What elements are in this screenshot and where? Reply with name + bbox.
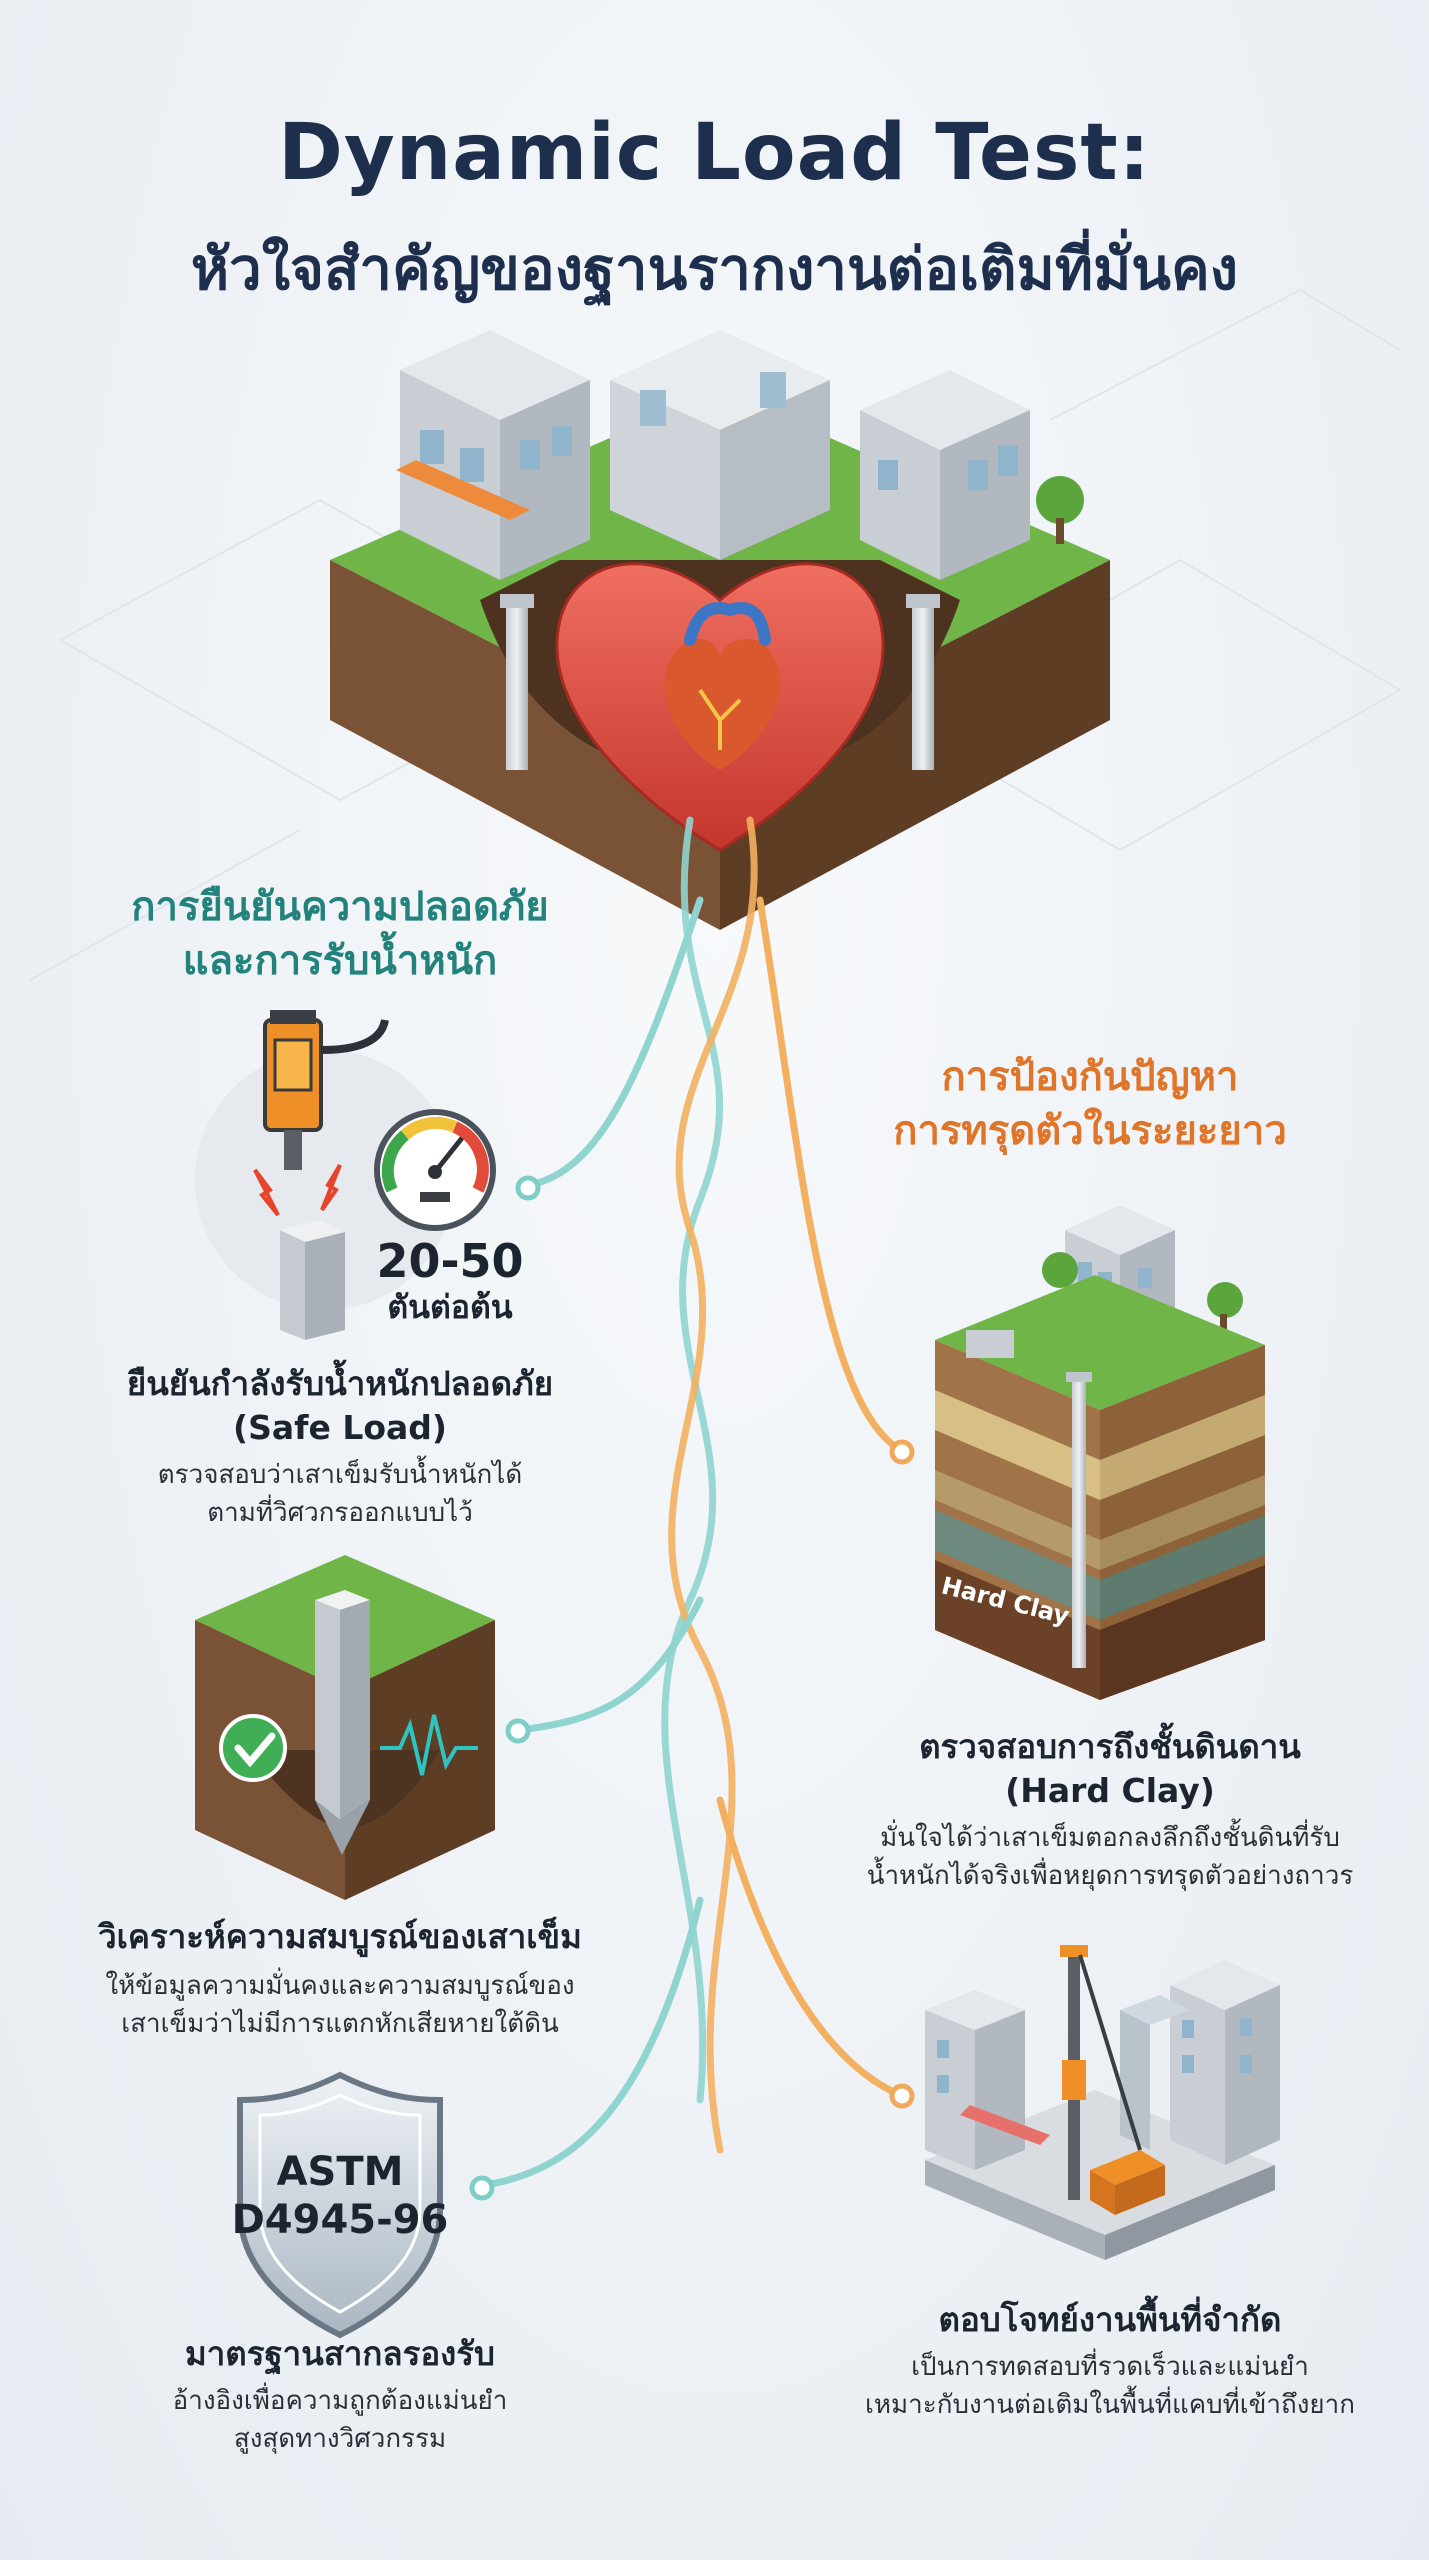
pile-right: [912, 600, 934, 770]
piling-rig-icon: [1060, 1945, 1165, 2215]
hard-clay-pile: [1066, 1372, 1092, 1668]
standard-item: มาตรฐานสากลรองรับ อ้างอิงเพื่อความถูกต้อ…: [172, 2334, 508, 2454]
limited-space-item: ตอบโจทย์งานพื้นที่จำกัด เป็นการทดสอบที่ร…: [864, 2300, 1356, 2420]
safe-load-item: ยืนยันกำลังรับน้ำหนักปลอดภัย (Safe Load)…: [126, 1364, 554, 1528]
integrity-item: วิเคราะห์ความสมบูรณ์ของเสาเข็ม ให้ข้อมูล…: [98, 1917, 582, 2039]
gauge-icon: [374, 1109, 496, 1231]
construction-scene: [925, 1960, 1280, 2260]
connector-node: [889, 2083, 915, 2109]
gauge-value: 20-50: [376, 1234, 524, 1288]
checkmark-icon: [219, 1714, 287, 1782]
gauge-unit: ตันต่อต้น: [387, 1288, 513, 1326]
connector-node: [515, 1175, 541, 1201]
right-section-heading: การป้องกันปัญหา การทรุดตัวในระยะยาว: [893, 1054, 1287, 1154]
gauge-readout: 20-50 ตันต่อต้น: [340, 1235, 560, 1327]
page-title: Dynamic Load Test:: [278, 108, 1151, 198]
pile-left: [506, 600, 528, 770]
signal-wave-icon: [380, 1714, 478, 1776]
heart-icon: [555, 562, 885, 852]
building-right: [860, 370, 1084, 580]
connector-tubes: [481, 816, 904, 2189]
connector-node: [505, 1718, 531, 1744]
page-subtitle: หัวใจสำคัญของฐานรากงานต่อเติมที่มั่นคง: [190, 235, 1239, 303]
building-left: [396, 330, 590, 580]
connector-node: [889, 1439, 915, 1465]
astm-badge-text: ASTM D4945-96: [231, 2149, 449, 2243]
shield-icon: [237, 2071, 443, 2339]
hard-clay-soil-block: [935, 1275, 1265, 1700]
connector-node: [469, 2175, 495, 2201]
hammer-bg-circle: [195, 1050, 455, 1310]
hard-clay-item: ตรวจสอบการถึงชั้นดินดาน (Hard Clay) มั่น…: [866, 1727, 1354, 1891]
concrete-pile-icon: [280, 1220, 345, 1340]
left-section-heading: การยืนยันความปลอดภัย และการรับน้ำหนัก: [131, 884, 549, 984]
pile-driver-hammer-icon: [253, 1010, 389, 1217]
integrity-pile-icon: [315, 1590, 370, 1855]
building-middle: [610, 330, 830, 560]
